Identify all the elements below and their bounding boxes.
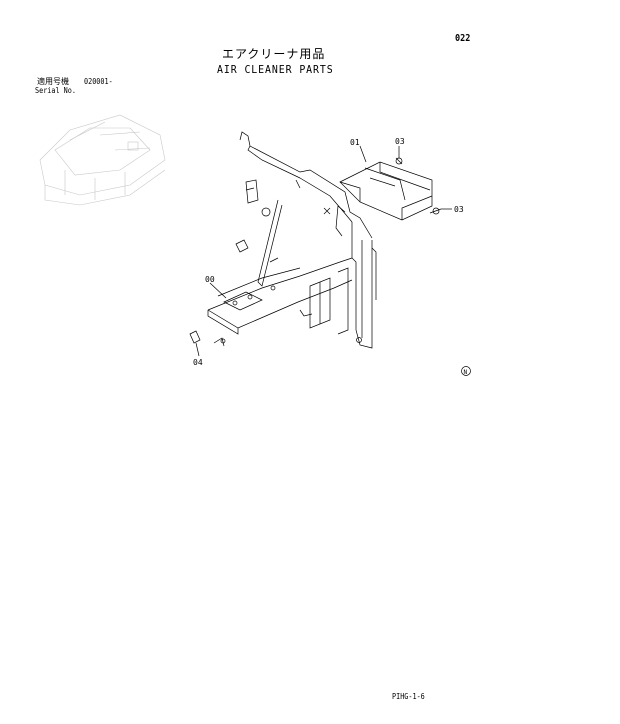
page-title-en: AIR CLEANER PARTS — [217, 63, 334, 76]
callout-01: 01 — [350, 138, 360, 147]
machine-thumbnail — [39, 114, 166, 206]
serial-label-en: Serial No. — [35, 86, 76, 95]
leader-00 — [209, 282, 227, 299]
page-number: 022 — [455, 33, 471, 44]
callout-00: 00 — [205, 275, 215, 284]
page-title-jp: エアクリーナ用品 — [222, 47, 326, 61]
callout-03-right: 03 — [454, 205, 464, 214]
circled-mark-icon: N — [461, 366, 471, 376]
callout-04: 04 — [193, 358, 203, 367]
serial-label-jp: 適用号機 — [37, 77, 69, 86]
footer-code: PIHG-1-6 — [392, 692, 425, 701]
air-cleaner-bracket-drawing — [189, 131, 452, 357]
callout-03-top: 03 — [395, 137, 405, 146]
leader-04 — [195, 342, 200, 357]
circled-mark-letter: N — [464, 369, 468, 376]
serial-value: 020001- — [84, 77, 113, 86]
leader-01 — [359, 145, 367, 163]
